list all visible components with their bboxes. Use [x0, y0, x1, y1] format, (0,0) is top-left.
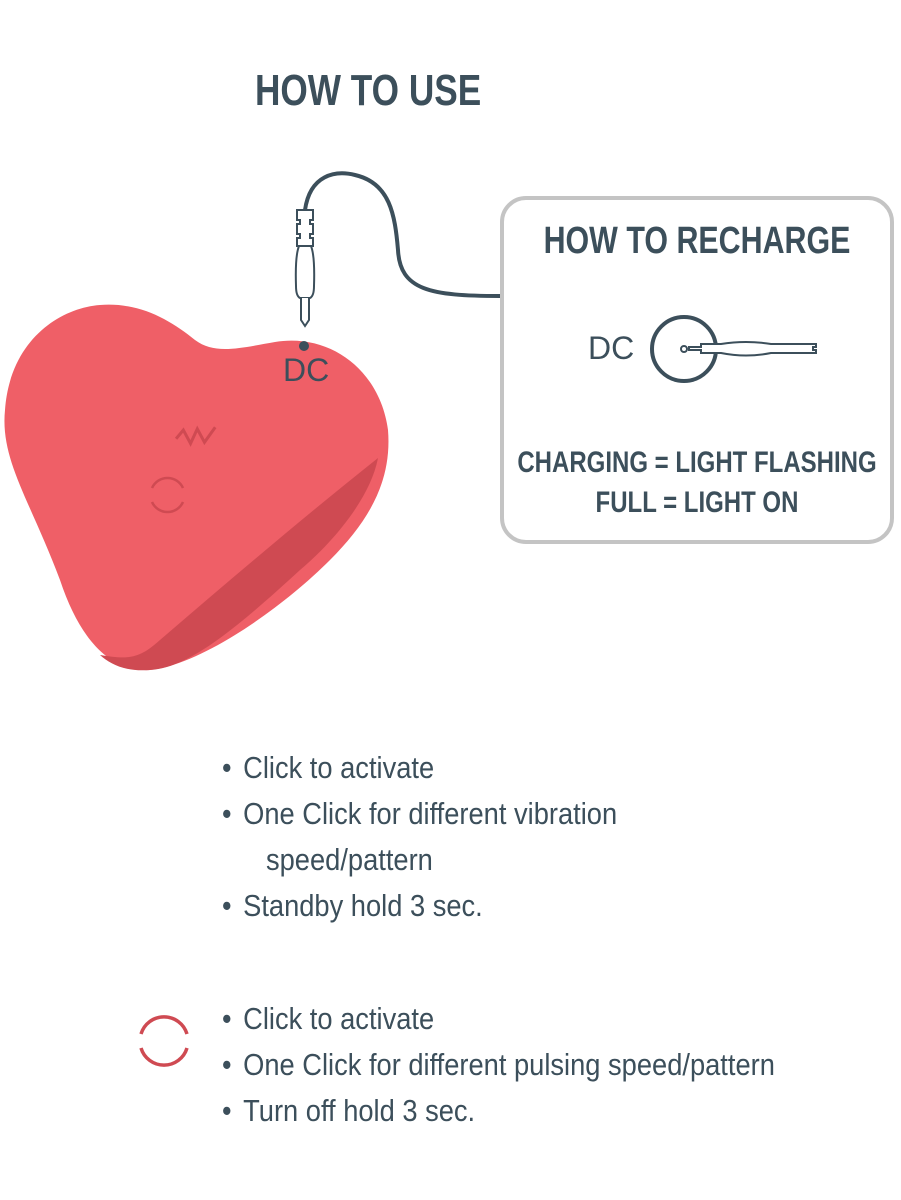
device-illustration	[4, 171, 501, 671]
recharge-panel: HOW TO RECHARGE DC CHARGING = LIGHT FLAS…	[500, 196, 894, 544]
full-status: FULL = LIGHT ON	[595, 486, 799, 519]
recharge-title: HOW TO RECHARGE	[543, 220, 851, 262]
pulse-instructions: •Click to activate •One Click for differ…	[222, 996, 775, 1134]
list-item: •Click to activate	[222, 1001, 435, 1036]
page-title: HOW TO USE	[255, 66, 482, 115]
heart-device	[4, 304, 389, 671]
device-dc-label: DC	[283, 352, 330, 388]
list-item-continuation: speed/pattern	[266, 842, 433, 877]
list-item: •One Click for different vibration	[222, 796, 618, 831]
charging-cable	[294, 171, 501, 328]
recharge-dc-label: DC	[588, 330, 635, 366]
dc-plug-icon	[650, 315, 817, 383]
pulse-button-icon	[150, 476, 185, 514]
list-item: •Click to activate	[222, 750, 435, 785]
list-pulse-icon	[139, 1015, 189, 1067]
vibration-button-icon	[174, 425, 217, 447]
list-item: •One Click for different pulsing speed/p…	[222, 1047, 775, 1082]
list-item: •Turn off hold 3 sec.	[222, 1093, 476, 1128]
vibration-instructions: •Click to activate •One Click for differ…	[222, 745, 617, 929]
dc-port	[299, 341, 309, 351]
charging-status: CHARGING = LIGHT FLASHING	[517, 446, 877, 479]
list-item: •Standby hold 3 sec.	[222, 888, 483, 923]
